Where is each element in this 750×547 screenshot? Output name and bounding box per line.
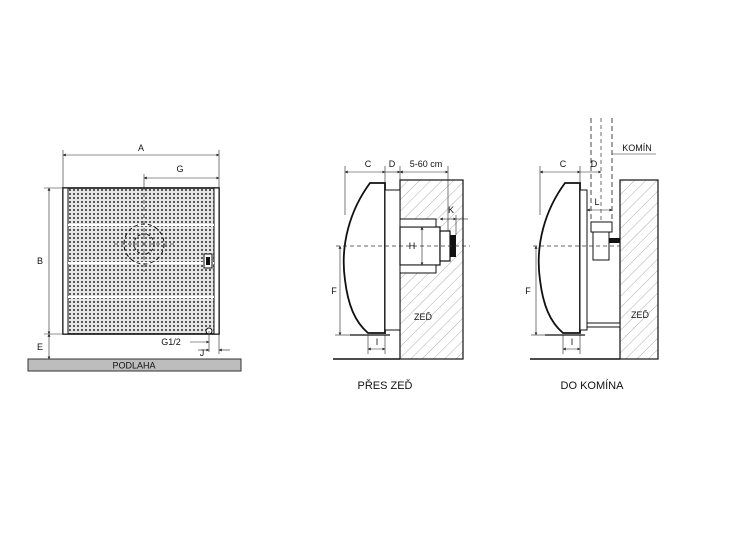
- side-view-through-wall: ZEĎ C D 5-60 cm K H F: [331, 159, 470, 392]
- floor-label: PODLAHA: [112, 361, 155, 371]
- terminal-cap: [450, 235, 456, 257]
- heater-right-frame: [213, 187, 220, 335]
- caption-through-wall: PŘES ZEĎ: [357, 379, 412, 392]
- dim-g-label: G: [176, 164, 183, 174]
- heater-back-plate: [384, 189, 401, 331]
- wall: [619, 179, 659, 360]
- heater-side-profile: [342, 182, 386, 334]
- panel-band: [68, 296, 214, 298]
- dim-f-label: F: [331, 286, 337, 296]
- dim-f-label: F: [525, 286, 531, 296]
- dim-k-label: K: [448, 205, 454, 215]
- side-view-chimney: ZEĎ KOMÍN C D L F I: [525, 118, 659, 392]
- heater-front-panel: [62, 187, 220, 335]
- heater-back-plate: [579, 189, 588, 331]
- dim-e-label: E: [37, 342, 43, 352]
- wall-sleeve: [399, 218, 437, 228]
- dim-g12-label: G1/2: [161, 337, 181, 347]
- dim-a-label: A: [138, 143, 144, 153]
- heater-left-frame: [62, 187, 69, 335]
- chimney-adapter: [590, 221, 613, 233]
- wall-label: ZEĎ: [414, 312, 433, 322]
- wall-label: ZEĎ: [631, 310, 650, 320]
- dim-c-label: C: [365, 159, 372, 169]
- control-knob: [206, 257, 210, 265]
- dim-l-label: L: [594, 197, 599, 207]
- wall-sleeve: [399, 264, 437, 274]
- dim-c-label: C: [560, 159, 567, 169]
- dim-i-label: I: [571, 337, 574, 347]
- wall-bracket: [586, 322, 621, 328]
- dim-b-label: B: [37, 256, 43, 266]
- panel-band: [68, 224, 214, 226]
- heater-side-profile: [537, 182, 581, 334]
- floor: [27, 358, 242, 372]
- dim-d-label: D: [591, 159, 598, 169]
- dim-h-label: H: [409, 241, 416, 251]
- front-view: PODLAHA A G B E: [27, 143, 242, 372]
- dim-j-label: J: [200, 348, 205, 358]
- panel-band: [68, 262, 214, 264]
- adapter-bracket: [609, 238, 620, 243]
- dim-i-label: I: [376, 337, 379, 347]
- dim-range-label: 5-60 cm: [410, 159, 443, 169]
- caption-chimney: DO KOMÍNA: [561, 379, 625, 392]
- flue-inner: [133, 233, 155, 255]
- dim-d-label: D: [389, 159, 396, 169]
- chimney-label: KOMÍN: [622, 143, 652, 153]
